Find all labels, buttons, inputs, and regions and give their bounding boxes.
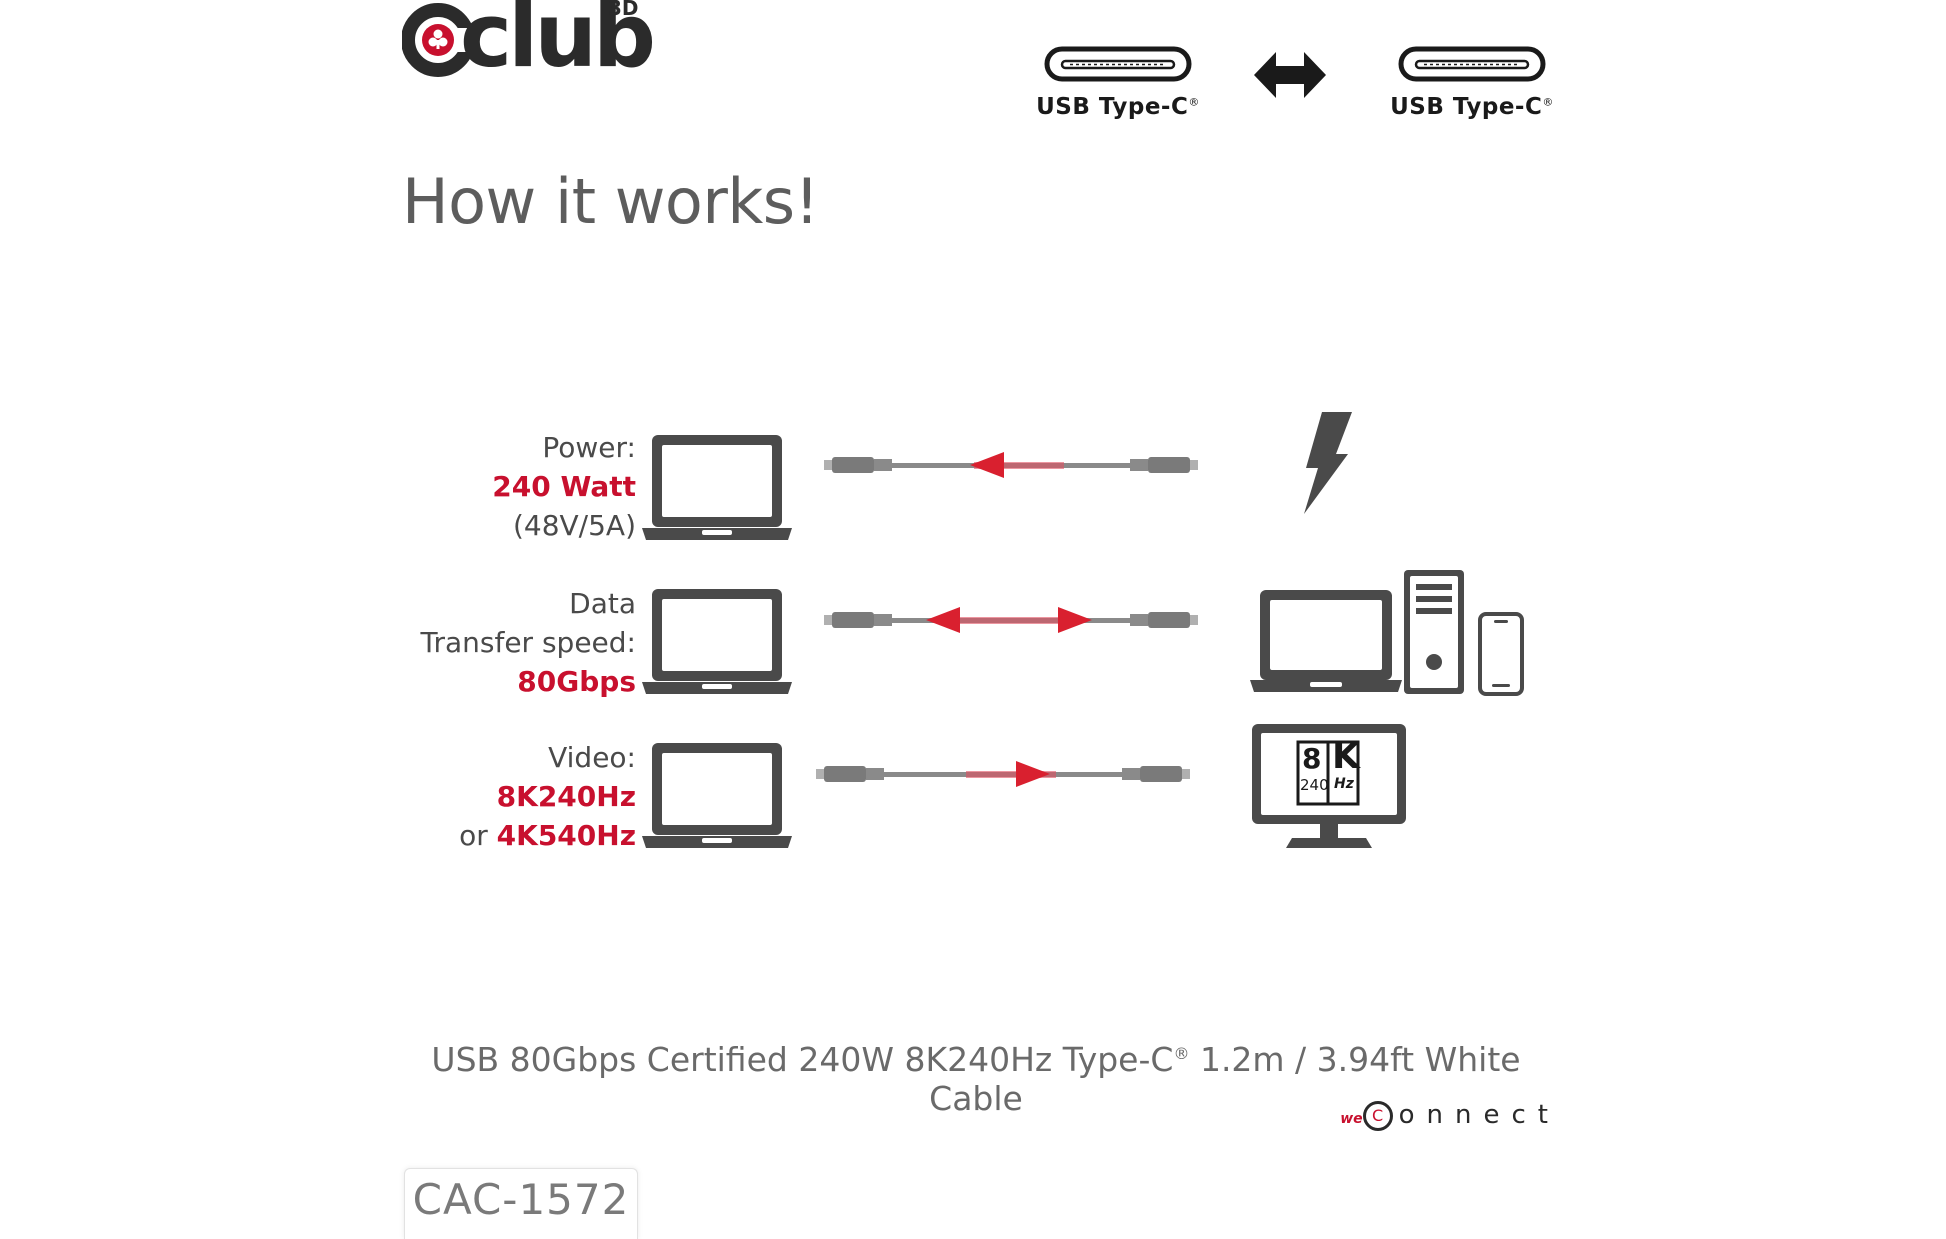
trademark-left: ® bbox=[1188, 95, 1200, 109]
smartphone-icon bbox=[1478, 612, 1524, 696]
power-label: Power: 240 Watt (48V/5A) bbox=[492, 428, 636, 545]
brand-name: club bbox=[460, 0, 656, 87]
cable-data bbox=[824, 607, 1198, 633]
badge-small-left: 240 bbox=[1300, 776, 1329, 794]
video-heading: Video: bbox=[548, 741, 636, 774]
laptop-icon-power bbox=[642, 435, 792, 540]
connector-label-right-text: USB Type-C bbox=[1390, 94, 1543, 120]
weconnect-rest: onnect bbox=[1398, 1100, 1560, 1130]
bidirectional-arrow-icon bbox=[1254, 52, 1326, 98]
video-label: Video: 8K240Hz or 4K540Hz bbox=[459, 738, 636, 855]
data-heading: Data bbox=[569, 587, 636, 620]
desktop-tower-icon bbox=[1404, 570, 1464, 694]
badge-big-left: 8 bbox=[1302, 742, 1322, 775]
data-subheading: Transfer speed: bbox=[420, 626, 636, 659]
product-trademark: ® bbox=[1173, 1044, 1190, 1063]
video-value: 8K240Hz bbox=[496, 780, 636, 813]
laptop-icon-data bbox=[642, 589, 792, 694]
data-value: 80Gbps bbox=[517, 665, 636, 698]
connector-label-left-text: USB Type-C bbox=[1036, 94, 1189, 120]
page-title: How it works! bbox=[402, 165, 819, 238]
video-alt-value: 4K540Hz bbox=[496, 819, 636, 852]
cable-video bbox=[816, 761, 1190, 787]
weconnect-c-icon: C bbox=[1362, 1100, 1393, 1131]
power-heading: Power: bbox=[542, 431, 636, 464]
laptop-device-icon bbox=[1250, 590, 1402, 692]
power-value: 240 Watt bbox=[492, 470, 636, 503]
power-arrow-left-icon bbox=[970, 452, 1004, 478]
badge-big-right: K bbox=[1332, 736, 1360, 777]
data-label: Data Transfer speed: 80Gbps bbox=[420, 584, 636, 701]
laptop-icon-video bbox=[642, 743, 792, 848]
devices-group bbox=[1250, 570, 1524, 696]
connector-label-right: USB Type-C® bbox=[1384, 94, 1560, 120]
badge-small-right: Hz bbox=[1334, 776, 1354, 792]
data-arrow-right-icon bbox=[1058, 607, 1092, 633]
weconnect-we: we bbox=[1340, 1111, 1363, 1127]
club-c-icon bbox=[402, 3, 475, 77]
sku-code: CAC-1572 bbox=[412, 1175, 630, 1224]
club3d-logo: club 3D bbox=[402, 0, 656, 80]
product-name-part1: USB 80Gbps Certified 240W 8K240Hz Type-C bbox=[431, 1040, 1174, 1079]
usb-c-port-icon-left bbox=[1044, 46, 1192, 82]
monitor-8k-icon bbox=[1252, 724, 1406, 848]
lightning-bolt-icon bbox=[1304, 412, 1352, 514]
video-arrow-right-icon bbox=[1016, 761, 1050, 787]
connector-label-left: USB Type-C® bbox=[1030, 94, 1206, 120]
power-detail: (48V/5A) bbox=[512, 509, 636, 542]
video-alt-line: or 4K540Hz bbox=[459, 816, 636, 855]
trademark-right: ® bbox=[1542, 95, 1554, 109]
cable-power bbox=[824, 452, 1198, 478]
sku-tab: CAC-1572 bbox=[404, 1168, 638, 1239]
data-arrow-left-icon bbox=[926, 607, 960, 633]
video-alt-prefix: or bbox=[459, 819, 497, 852]
product-name: USB 80Gbps Certified 240W 8K240Hz Type-C… bbox=[402, 1040, 1550, 1118]
product-name-part2: 1.2m / 3.94ft White Cable bbox=[929, 1040, 1521, 1118]
usb-c-port-icon-right bbox=[1398, 46, 1546, 82]
brand-superscript: 3D bbox=[608, 0, 639, 20]
